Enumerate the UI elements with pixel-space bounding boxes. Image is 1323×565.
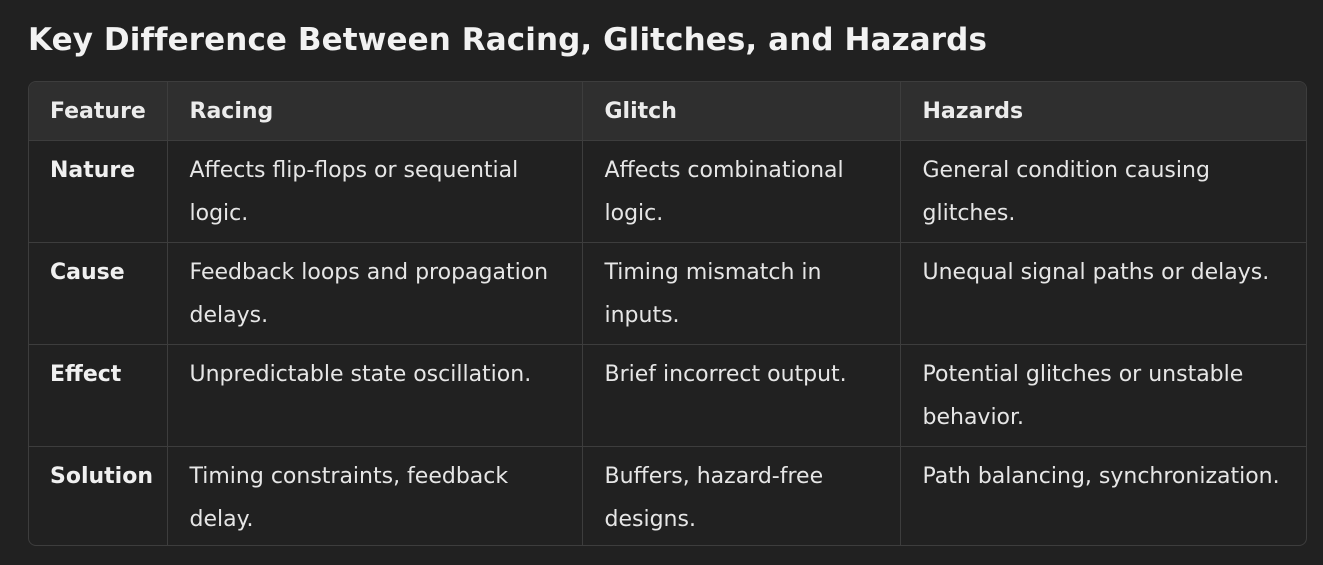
table-cell: Timing constraints, feedback delay.	[167, 446, 583, 545]
table-cell: Affects combinational logic.	[582, 140, 901, 243]
column-header-feature: Feature	[29, 82, 168, 141]
table-row-cause: Cause Feedback loops and propagation del…	[29, 242, 1306, 345]
page-title: Key Difference Between Racing, Glitches,…	[28, 22, 988, 58]
table-header: Feature Racing Glitch Hazards	[29, 82, 1306, 141]
row-label: Solution	[29, 446, 168, 545]
table-cell: Brief incorrect output.	[582, 344, 901, 447]
table-cell: Path balancing, synchronization.	[922, 464, 1280, 489]
table-body: Nature Affects flip-flops or sequential …	[29, 140, 1306, 545]
comparison-table-container: Feature Racing Glitch Hazards Nature Aff…	[28, 81, 1307, 546]
table-cell: Buffers, hazard-free designs.	[582, 446, 901, 545]
table-cell: Timing mismatch in inputs.	[582, 242, 901, 345]
comparison-table: Feature Racing Glitch Hazards Nature Aff…	[29, 82, 1306, 545]
row-label: Cause	[29, 242, 168, 345]
column-header-hazards: Hazards	[900, 82, 1306, 141]
table-row-nature: Nature Affects flip-flops or sequential …	[29, 140, 1306, 243]
row-label: Nature	[29, 140, 168, 243]
table-cell: Feedback loops and propagation delays.	[167, 242, 583, 345]
table-cell: Affects flip-flops or sequential logic.	[167, 140, 583, 243]
table-cell: Unpredictable state oscillation.	[167, 344, 583, 447]
column-header-racing: Racing	[167, 82, 583, 141]
column-header-glitch: Glitch	[582, 82, 901, 141]
table-cell: Potential glitches or unstable behavior.	[900, 344, 1306, 447]
row-label: Effect	[29, 344, 168, 447]
table-cell: Unequal signal paths or delays.	[900, 242, 1306, 345]
table-row-solution: Solution Timing constraints, feedback de…	[29, 446, 1306, 545]
header-row: Feature Racing Glitch Hazards	[29, 82, 1306, 141]
table-cell: General condition causing glitches.	[900, 140, 1306, 243]
table-row-effect: Effect Unpredictable state oscillation. …	[29, 344, 1306, 447]
